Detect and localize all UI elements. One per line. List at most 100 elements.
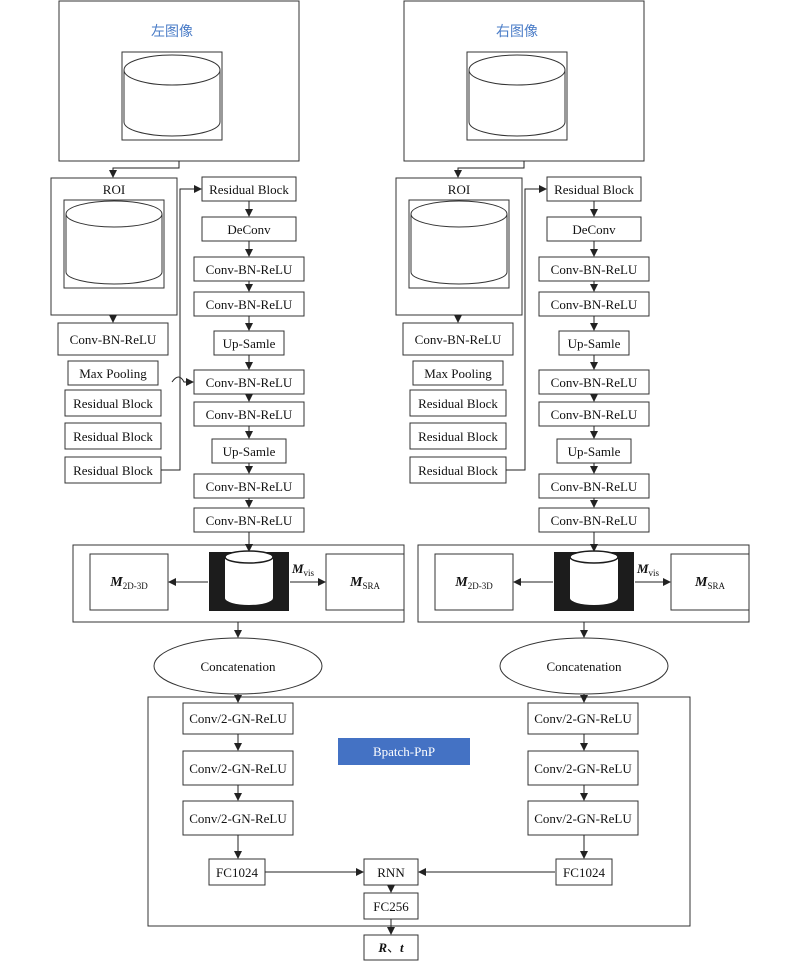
left-upper-residual-block-box bbox=[201, 176, 297, 202]
left-conv-gn-relu-2-label: Conv/2-GN-ReLU bbox=[189, 761, 287, 776]
right-residual-block-1-box bbox=[409, 389, 507, 417]
right-residual-block-3-box bbox=[409, 456, 507, 484]
output-rt-label: R、t bbox=[377, 940, 404, 955]
right-conv-bn-relu-e-label: Conv-BN-ReLU bbox=[551, 479, 638, 494]
right-conv-gn-relu-3-label: Conv/2-GN-ReLU bbox=[534, 811, 632, 826]
right-conv-bn-relu-b-label: Conv-BN-ReLU bbox=[551, 297, 638, 312]
fusion-section: Bpatch-PnP RNN FC256 R、t bbox=[147, 696, 691, 961]
right-up-sample-2-box bbox=[556, 438, 632, 464]
right-m2d3d-label: M2D-3D bbox=[454, 575, 493, 591]
right-conv-bn-relu-label: Conv-BN-ReLU bbox=[415, 332, 502, 347]
right-conv-bn-relu-c-box bbox=[538, 369, 650, 395]
left-depth-map-cylinder-icon bbox=[209, 550, 289, 611]
left-conv-gn-relu-1-label: Conv/2-GN-ReLU bbox=[189, 711, 287, 726]
bpatch-pnp-banner bbox=[338, 738, 470, 765]
left-msra-label: MSRA bbox=[349, 575, 380, 591]
right-max-pooling-label: Max Pooling bbox=[424, 366, 492, 381]
right-up-sample-1-box bbox=[558, 330, 630, 356]
left-conv-bn-relu-d-box bbox=[193, 401, 305, 427]
left-residual-block-1-box bbox=[64, 389, 162, 417]
left-residual-block-2-label: Residual Block bbox=[73, 429, 153, 444]
right-fc1024-label: FC1024 bbox=[563, 865, 605, 880]
left-max-pooling-label: Max Pooling bbox=[79, 366, 147, 381]
left-m2d3d-label: M2D-3D bbox=[109, 575, 148, 591]
right-residual-block-2-label: Residual Block bbox=[418, 429, 498, 444]
right-conv-gn-relu-2-label: Conv/2-GN-ReLU bbox=[534, 761, 632, 776]
rnn-box bbox=[363, 858, 419, 886]
right-depth-map-cylinder-icon bbox=[554, 550, 634, 611]
left-conv-bn-relu-e-label: Conv-BN-ReLU bbox=[206, 479, 293, 494]
left-up-sample-1-label: Up-Samle bbox=[223, 336, 276, 351]
left-roi-cylinder-icon bbox=[63, 199, 165, 289]
right-roi-cylinder-icon bbox=[408, 199, 510, 289]
fc256-box bbox=[363, 892, 419, 920]
left-conv-bn-relu-a-label: Conv-BN-ReLU bbox=[206, 262, 293, 277]
bpatch-pnp-frame bbox=[147, 696, 691, 927]
left-concatenation-label: Concatenation bbox=[200, 659, 276, 674]
right-msra-box bbox=[670, 553, 750, 611]
output-rt-box bbox=[363, 934, 419, 961]
left-roi-label: ROI bbox=[103, 182, 125, 197]
right-msra-label: MSRA bbox=[694, 575, 725, 591]
right-conv-bn-relu-f-box bbox=[538, 507, 650, 533]
fc256-label: FC256 bbox=[373, 899, 409, 914]
right-mvis-label: Mvis bbox=[636, 561, 660, 578]
left-max-pooling-box bbox=[67, 360, 159, 386]
left-msra-box bbox=[325, 553, 405, 611]
left-mvis-label: Mvis bbox=[291, 561, 315, 578]
left-conv-bn-relu-d-label: Conv-BN-ReLU bbox=[206, 407, 293, 422]
right-concatenation-label: Concatenation bbox=[546, 659, 622, 674]
right-branch: 右图像 ROI Conv-BN-ReLU Max Pooling Residua… bbox=[395, 0, 750, 886]
left-conv-bn-relu-b-label: Conv-BN-ReLU bbox=[206, 297, 293, 312]
right-residual-block-3-label: Residual Block bbox=[418, 463, 498, 478]
right-m2d3d-box bbox=[434, 553, 514, 611]
right-deconv-label: DeConv bbox=[572, 222, 616, 237]
right-roi-label: ROI bbox=[448, 182, 470, 197]
left-up-sample-1-box bbox=[213, 330, 285, 356]
bpatch-pnp-label: Bpatch-PnP bbox=[373, 744, 435, 759]
right-conv-bn-relu-d-label: Conv-BN-ReLU bbox=[551, 407, 638, 422]
left-up-sample-2-label: Up-Samle bbox=[223, 444, 276, 459]
left-conv-bn-relu-c-label: Conv-BN-ReLU bbox=[206, 375, 293, 390]
right-conv-gn-relu-1-box bbox=[527, 702, 639, 735]
right-conv-bn-relu-c-label: Conv-BN-ReLU bbox=[551, 375, 638, 390]
left-conv-bn-relu-label: Conv-BN-ReLU bbox=[70, 332, 157, 347]
left-conv-bn-relu-f-label: Conv-BN-ReLU bbox=[206, 513, 293, 528]
right-conv-bn-relu-d-box bbox=[538, 401, 650, 427]
right-up-sample-2-label: Up-Samle bbox=[568, 444, 621, 459]
left-residual-block-1-label: Residual Block bbox=[73, 396, 153, 411]
right-residual-block-2-box bbox=[409, 422, 507, 450]
left-branch: 左图像 ROI Conv-BN-ReLU Max Pooling Residua… bbox=[50, 0, 405, 886]
right-up-sample-1-label: Up-Samle bbox=[568, 336, 621, 351]
rnn-label: RNN bbox=[377, 865, 405, 880]
right-conv-bn-relu-b-box bbox=[538, 291, 650, 317]
left-conv-gn-relu-3-label: Conv/2-GN-ReLU bbox=[189, 811, 287, 826]
left-conv-bn-relu-box bbox=[57, 322, 169, 356]
right-conv-gn-relu-2-box bbox=[527, 750, 639, 786]
right-conv-bn-relu-box bbox=[402, 322, 514, 356]
left-conv-bn-relu-b-box bbox=[193, 291, 305, 317]
left-conv-bn-relu-a-box bbox=[193, 256, 305, 282]
right-deconv-box bbox=[546, 216, 642, 242]
connector-lines bbox=[109, 161, 671, 935]
left-upper-residual-block-label: Residual Block bbox=[209, 182, 289, 197]
left-residual-block-3-label: Residual Block bbox=[73, 463, 153, 478]
right-upper-residual-block-label: Residual Block bbox=[554, 182, 634, 197]
right-residual-block-1-label: Residual Block bbox=[418, 396, 498, 411]
right-conv-bn-relu-f-label: Conv-BN-ReLU bbox=[551, 513, 638, 528]
left-deconv-label: DeConv bbox=[227, 222, 271, 237]
left-m2d3d-box bbox=[89, 553, 169, 611]
left-image-cylinder-icon bbox=[121, 51, 223, 141]
right-fc1024-box bbox=[555, 858, 613, 886]
left-image-title: 左图像 bbox=[151, 24, 193, 40]
right-conv-gn-relu-3-box bbox=[527, 800, 639, 836]
right-max-pooling-box bbox=[412, 360, 504, 386]
left-residual-block-2-box bbox=[64, 422, 162, 450]
left-conv-gn-relu-3-box bbox=[182, 800, 294, 836]
right-conv-gn-relu-1-label: Conv/2-GN-ReLU bbox=[534, 711, 632, 726]
right-conv-bn-relu-a-label: Conv-BN-ReLU bbox=[551, 262, 638, 277]
right-image-cylinder-icon bbox=[466, 51, 568, 141]
left-fc1024-label: FC1024 bbox=[216, 865, 258, 880]
right-upper-residual-block-box bbox=[546, 176, 642, 202]
